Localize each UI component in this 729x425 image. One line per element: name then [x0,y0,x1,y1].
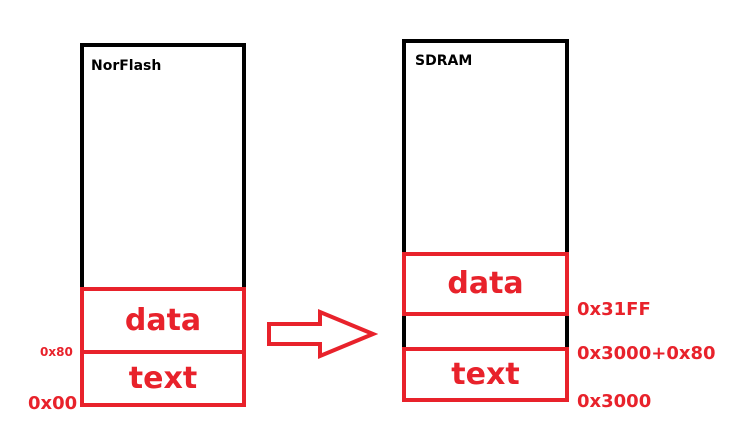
norflash-base-address: 0x00 [28,393,78,414]
sdram-data-label: data [447,266,524,301]
sdram-text-label: text [451,356,520,392]
sdram-text-top-address: 0x3000+0x80 [577,343,716,364]
norflash-data-segment: data [80,287,246,354]
sdram-text-segment: text [402,347,569,402]
norflash-data-label: data [124,302,202,338]
hollow-right-arrow-icon [267,309,378,359]
sdram-memory-box [402,39,569,402]
sdram-title: SDRAM [415,53,473,69]
norflash-text-label: text [128,360,198,396]
sdram-data-end-address: 0x31FF [577,299,651,320]
sdram-base-address: 0x3000 [577,391,652,412]
norflash-text-top-address: 0x80 [40,345,73,359]
sdram-data-segment: data [402,252,569,316]
norflash-title: NorFlash [91,58,162,74]
norflash-text-segment: text [80,350,246,407]
